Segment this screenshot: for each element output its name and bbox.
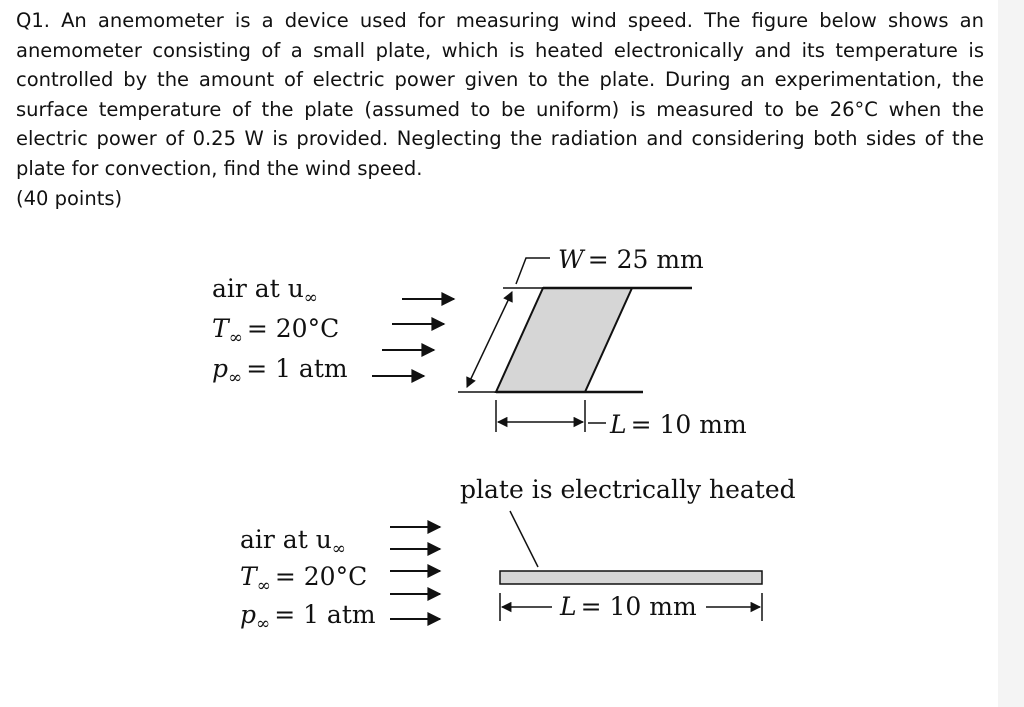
top-pressure-label: p∞= 1 atm: [212, 354, 348, 388]
bottom-caption-leader: [509, 510, 539, 568]
bottom-temp-label: T∞= 20°C: [240, 562, 367, 596]
question-body: Q1. An anemometer is a device used for m…: [16, 9, 984, 180]
question-points: (40 points): [16, 186, 123, 210]
top-w-dimension-arrow: [466, 291, 513, 388]
bottom-plate: [499, 570, 763, 585]
page-edge: [998, 0, 1024, 707]
top-w-leader: [515, 257, 550, 285]
top-plate: [494, 287, 634, 393]
top-figure: air at u∞ T∞= 20°C p∞= 1 atm W= 25 mm: [212, 245, 747, 439]
bottom-pressure-label: p∞= 1 atm: [240, 600, 376, 634]
top-air-label: air at u∞: [212, 274, 318, 308]
top-temp-label: T∞= 20°C: [212, 314, 339, 348]
bottom-l-label: L= 10 mm: [559, 592, 697, 621]
bottom-flow-arrows: [390, 520, 442, 626]
question-text: Q1. An anemometer is a device used for m…: [16, 6, 984, 213]
top-l-label: L= 10 mm: [609, 410, 747, 439]
bottom-caption: plate is electrically heated: [460, 475, 796, 504]
bottom-figure: plate is electrically heated air at u∞ T…: [240, 475, 796, 634]
top-flow-arrows: [372, 292, 456, 383]
top-w-label: W= 25 mm: [558, 245, 704, 274]
bottom-air-label: air at u∞: [240, 525, 346, 559]
